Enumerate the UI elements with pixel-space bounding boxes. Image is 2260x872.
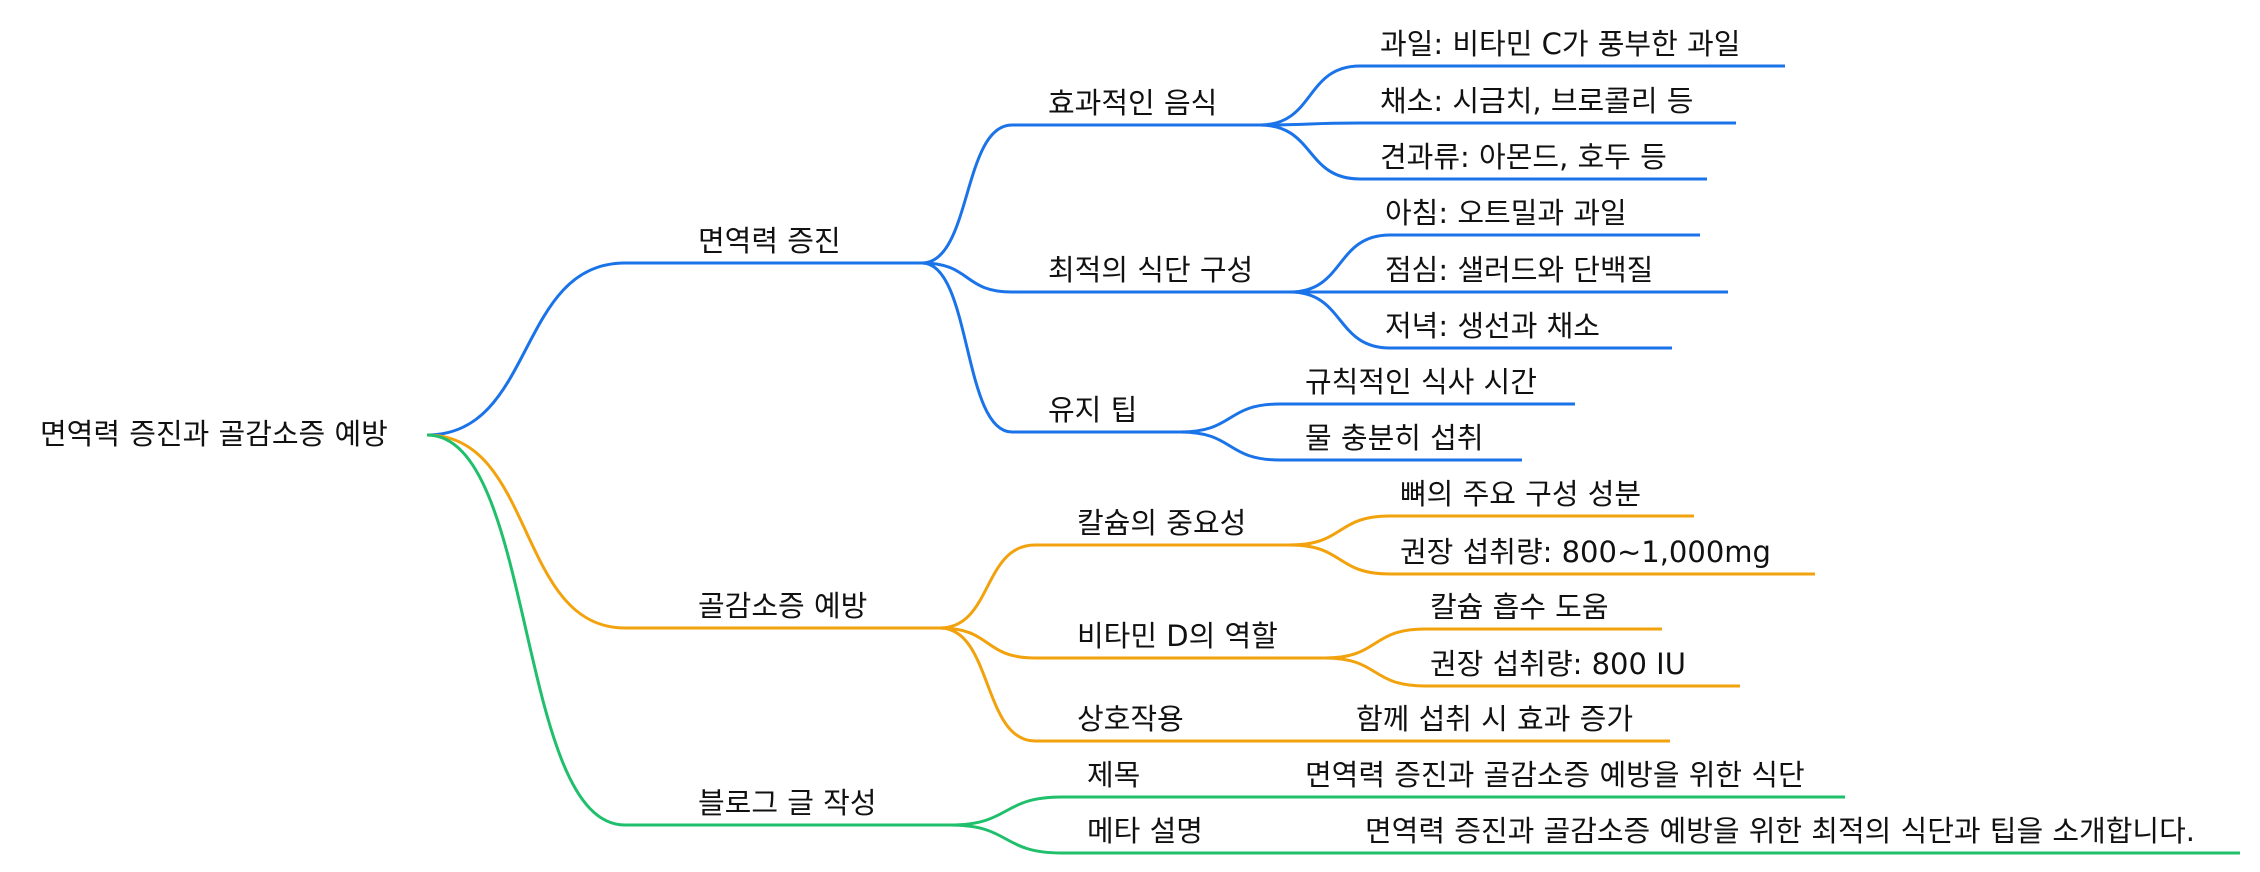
- leaf-connector: [1289, 514, 1391, 547]
- subtopic-label: 유지 팁: [1048, 393, 1138, 427]
- subtopic-connector: [939, 626, 1036, 743]
- leaf-label: 채소: 시금치, 브로콜리 등: [1380, 84, 1694, 118]
- branch-label: 골감소증 예방: [698, 589, 868, 623]
- subtopic-label: 비타민 D의 역할: [1077, 619, 1278, 653]
- leaf-label: 칼슘 흡수 도움: [1430, 590, 1609, 624]
- root-node-label: 면역력 증진과 골감소증 예방: [40, 417, 388, 451]
- leaf-connector: [1179, 430, 1281, 462]
- subtopic-connector: [949, 823, 1063, 855]
- branch-label: 면역력 증진: [698, 224, 841, 258]
- subtopic-label: 상호작용: [1077, 702, 1184, 736]
- subtopic-label: 메타 설명: [1087, 814, 1203, 848]
- leaf-label: 권장 섭취량: 800 IU: [1430, 647, 1686, 681]
- leaf-connector: [1324, 656, 1426, 688]
- leaf-label: 물 충분히 섭취: [1305, 421, 1484, 455]
- leaf-label: 권장 섭취량: 800~1,000mg: [1400, 535, 1771, 569]
- branch-connector: [426, 433, 626, 827]
- leaf-connector: [1259, 121, 1361, 127]
- leaf-connector: [1259, 123, 1361, 181]
- branch-connector: [426, 433, 626, 630]
- leaf-label: 면역력 증진과 골감소증 예방을 위한 최적의 식단과 팁을 소개합니다.: [1365, 814, 2196, 848]
- leaf-label: 견과류: 아몬드, 호두 등: [1380, 140, 1667, 174]
- leaf-connector: [1289, 543, 1391, 576]
- subtopic-connector: [939, 543, 1036, 630]
- leaf-label: 뼈의 주요 구성 성분: [1400, 477, 1642, 511]
- leaf-label: 과일: 비타민 C가 풍부한 과일: [1380, 27, 1741, 61]
- subtopic-connector: [949, 795, 1063, 827]
- subtopic-connector: [921, 123, 1013, 265]
- leaf-label: 아침: 오트밀과 과일: [1385, 196, 1627, 230]
- leaf-connector: [1289, 290, 1391, 350]
- leaf-connector: [1259, 64, 1361, 127]
- leaf-label: 점심: 샐러드와 단백질: [1385, 253, 1654, 287]
- subtopic-label: 효과적인 음식: [1048, 86, 1218, 120]
- subtopic-label: 제목: [1087, 758, 1141, 792]
- leaf-label: 저녁: 생선과 채소: [1385, 309, 1600, 343]
- leaf-label: 규칙적인 식사 시간: [1305, 365, 1537, 399]
- subtopic-label: 최적의 식단 구성: [1048, 253, 1254, 287]
- subtopic-connector: [921, 261, 1013, 294]
- subtopic-label: 칼슘의 중요성: [1077, 506, 1247, 540]
- subtopic-connector: [921, 261, 1013, 434]
- leaf-connector: [1179, 402, 1281, 434]
- branch-connector: [426, 261, 626, 437]
- branch-label: 블로그 글 작성: [698, 786, 877, 820]
- leaf-label: 면역력 증진과 골감소증 예방을 위한 식단: [1305, 758, 1805, 792]
- subtopic-connector: [939, 626, 1036, 660]
- leaf-connector: [1289, 233, 1391, 294]
- leaf-connector: [1324, 627, 1426, 660]
- leaf-label: 함께 섭취 시 효과 증가: [1356, 702, 1633, 736]
